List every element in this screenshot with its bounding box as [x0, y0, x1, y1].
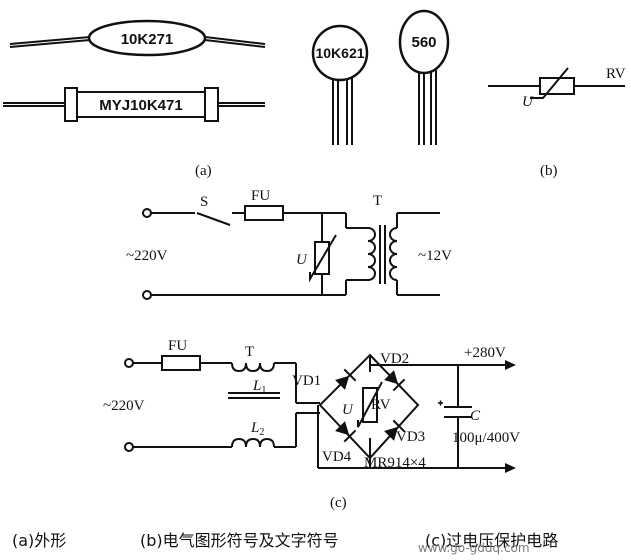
- label-switch-s: S: [200, 194, 208, 210]
- panel-label-c: (c): [330, 495, 347, 511]
- label-fuse-lower: FU: [168, 338, 187, 354]
- part-myj10k471: [3, 87, 265, 122]
- label-560: 560: [411, 34, 436, 51]
- label-vd3: VD3: [396, 429, 425, 445]
- part-10k621: [311, 24, 369, 145]
- label-transformer-lower: T: [245, 344, 254, 360]
- caption-b: (b)电气图形符号及文字符号: [140, 531, 339, 550]
- label-10k271: 10K271: [121, 31, 174, 48]
- watermark-text: www.go-gddq.com: [418, 541, 530, 555]
- label-input-voltage-lower: ~220V: [103, 398, 145, 414]
- label-input-voltage-upper: ~220V: [126, 248, 168, 264]
- panel-label-b: (b): [540, 163, 558, 179]
- label-transformer-upper: T: [373, 193, 382, 209]
- label-varistor-mark-lower: U: [342, 402, 354, 418]
- varistor-symbol: [488, 67, 625, 99]
- label-varistor-rv: RV: [371, 397, 391, 413]
- symbol-ref-rv: RV: [606, 66, 626, 82]
- label-vd1: VD1: [292, 373, 321, 389]
- panel-label-a: (a): [195, 163, 212, 179]
- label-vd4: VD4: [322, 449, 352, 465]
- part-10k271: [9, 19, 266, 57]
- label-varistor-mark-upper: U: [296, 252, 308, 268]
- lower-circuit-wiring: [124, 355, 320, 452]
- diode-vd4: [335, 421, 357, 443]
- label-vd2: VD2: [380, 351, 409, 367]
- label-myj10k471: MYJ10K471: [99, 97, 182, 114]
- label-capacitor: C: [470, 408, 481, 424]
- caption-a: (a)外形: [12, 531, 67, 550]
- transformer-t-upper: [367, 212, 440, 296]
- label-coil-l2: L2: [250, 420, 264, 438]
- dc-output-wiring: [317, 355, 516, 473]
- symbol-voltage-mark: U: [522, 94, 534, 110]
- part-560: [398, 9, 450, 145]
- label-10k621: 10K621: [315, 45, 364, 61]
- label-capacitor-value: 100μ/400V: [452, 430, 520, 446]
- label-output-voltage: +280V: [464, 345, 506, 361]
- upper-circuit-wiring: [142, 205, 368, 300]
- diode-vd2: [384, 370, 406, 392]
- diode-vd3: [384, 419, 406, 441]
- diode-vd1: [335, 368, 357, 390]
- label-coil-l1: L1: [252, 378, 266, 396]
- label-output-voltage-upper: ~12V: [418, 248, 452, 264]
- label-fuse-upper: FU: [251, 188, 270, 204]
- label-varistor-part: MR914×4: [364, 455, 426, 471]
- caption-c: (c)过电压保护电路: [425, 531, 559, 550]
